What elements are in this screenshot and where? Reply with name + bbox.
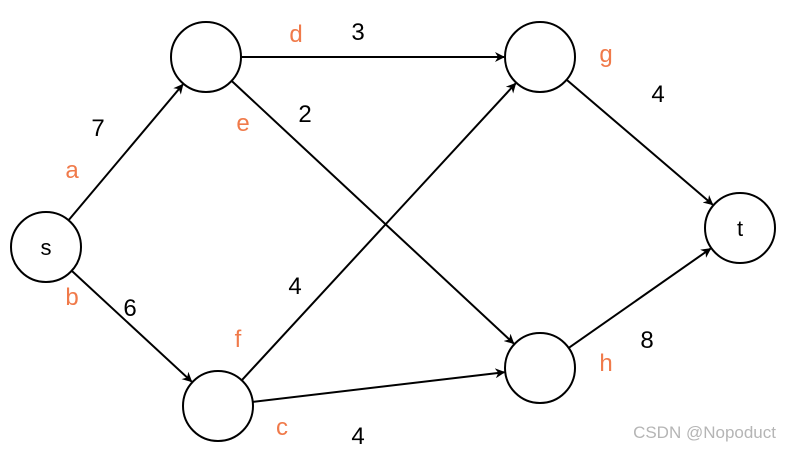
edge-weight-label-f: 4 [288, 273, 301, 300]
edge-n2-n3 [240, 82, 517, 381]
edge-name-label-g: g [599, 41, 612, 68]
edge-n4-t [568, 247, 712, 349]
node-circle-n3 [504, 21, 576, 93]
node-circle-s [10, 211, 82, 283]
node-n2 [182, 370, 254, 442]
edge-name-label-c: c [276, 414, 288, 441]
nodes-layer: st [10, 21, 776, 442]
node-n4 [504, 332, 576, 404]
node-circle-t [704, 192, 776, 264]
edge-name-label-f: f [235, 326, 242, 353]
node-circle-n1 [170, 21, 242, 93]
edge-weight-label-a: 7 [91, 115, 104, 142]
node-label-s: s [41, 235, 52, 260]
edge-weight-label-e: 2 [298, 101, 311, 128]
edge-n3-t [565, 78, 714, 206]
edge-s-n2 [71, 270, 193, 383]
node-s: s [10, 211, 82, 283]
edge-name-label-d: d [289, 21, 302, 48]
edge-name-label-b: b [65, 284, 78, 311]
edge-s-n1 [67, 83, 184, 221]
edge-name-label-h: h [599, 350, 612, 377]
labels-layer: a7 b 6 c 4 d 3 e 2 f 4 g 4 h 8 [65, 19, 664, 450]
edge-weight-label-h: 8 [640, 327, 653, 354]
edge-n2-n4 [252, 368, 506, 403]
node-label-t: t [737, 216, 743, 241]
node-circle-n4 [504, 332, 576, 404]
edge-n1-n4 [230, 80, 515, 345]
node-circle-n2 [182, 370, 254, 442]
edge-name-label-e: e [236, 110, 249, 137]
edges-layer [67, 52, 714, 403]
edge-name-label-a: a [65, 157, 79, 184]
watermark-text: CSDN @Nopoduct [633, 423, 776, 442]
edge-weight-label-c: 4 [351, 423, 364, 450]
node-n3 [504, 21, 576, 93]
node-n1 [170, 21, 242, 93]
edge-weight-label-d: 3 [351, 19, 364, 46]
node-t: t [704, 192, 776, 264]
edge-weight-label-g: 4 [651, 81, 664, 108]
edge-weight-label-b: 6 [123, 295, 136, 322]
